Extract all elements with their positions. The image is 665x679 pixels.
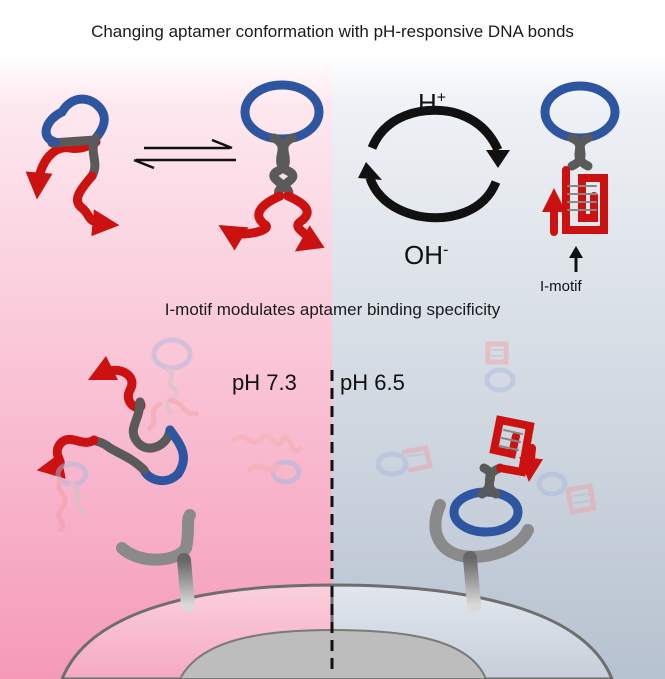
- figure-title: Changing aptamer conformation with pH-re…: [91, 22, 574, 41]
- aptamer-hairpin: [218, 80, 325, 252]
- cycle-arrows-icon: [365, 105, 503, 223]
- faint-aptamer: [55, 461, 89, 533]
- receptor-icon: [116, 509, 196, 612]
- equilibrium-arrows-icon: [133, 138, 236, 170]
- aptamer-unbound-left: [36, 355, 188, 486]
- up-arrow-icon: [569, 246, 583, 272]
- faint-imotif: [536, 471, 597, 515]
- imotif-label: I-motif: [540, 278, 582, 295]
- faint-imotif: [484, 341, 516, 393]
- aptamer-bound-right: [449, 415, 544, 537]
- acid-symbol: H: [418, 88, 437, 118]
- cell-membrane-icon: [60, 583, 614, 679]
- faint-aptamer: [147, 337, 199, 431]
- figure-subtitle: I-motif modulates aptamer binding specif…: [164, 300, 501, 319]
- ph-left-label: pH 7.3: [232, 370, 297, 395]
- base-symbol: OH: [404, 240, 443, 270]
- faint-imotif: [375, 445, 433, 477]
- faint-aptamer: [231, 433, 303, 485]
- aptamer-imotif: [540, 81, 620, 236]
- receptor-icon: [429, 499, 534, 612]
- acid-label: H+: [418, 88, 446, 119]
- acid-charge: +: [436, 89, 447, 107]
- aptamer-unfolded: [25, 94, 120, 237]
- base-charge: -: [443, 241, 449, 259]
- ph-right-label: pH 6.5: [340, 370, 405, 395]
- base-label: OH-: [404, 240, 448, 271]
- cycle-arrowheads: [358, 150, 510, 180]
